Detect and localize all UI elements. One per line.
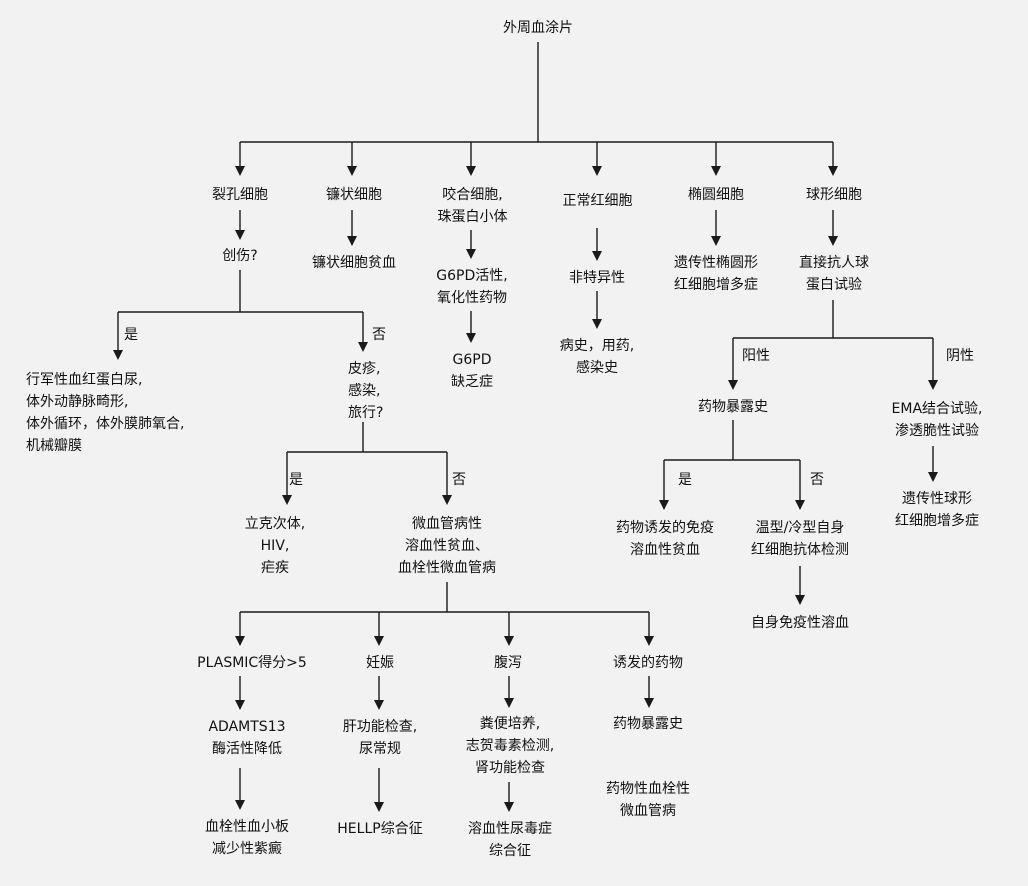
- liver-urine-tests-node: 肝功能检查, 尿常规: [342, 719, 418, 757]
- ema-test-node: EMA结合试验, 渗透脆性试验: [891, 401, 983, 439]
- arrowhead: [711, 166, 721, 176]
- arrowhead: [644, 636, 654, 646]
- infection-causes-node: 立克次体, HIV, 疟疾: [244, 516, 306, 576]
- arrowhead: [592, 319, 602, 329]
- arrowhead: [711, 236, 721, 246]
- arrowhead: [442, 495, 452, 505]
- dat-positive-label: 阳性: [742, 348, 770, 364]
- tma-node: 微血管病性 溶血性贫血、 血栓性微血管病: [398, 516, 496, 576]
- infection-no-label: 否: [452, 472, 466, 488]
- sickle-anemia-result: 镰状细胞贫血: [312, 255, 396, 271]
- arrowhead: [374, 636, 384, 646]
- trauma-no-label: 否: [372, 327, 386, 343]
- trauma-question: 创伤?: [222, 248, 258, 264]
- trauma-yes-label: 是: [124, 327, 138, 343]
- inciting-drug-node: 诱发的药物: [613, 655, 683, 671]
- arrowhead: [466, 249, 476, 259]
- autoantibody-test-node: 温型/冷型自身 红细胞抗体检测: [751, 520, 849, 558]
- arrowhead: [795, 595, 805, 605]
- arrowhead: [466, 166, 476, 176]
- arrowhead: [592, 166, 602, 176]
- bite-cell-node: 咬合细胞, 珠蛋白小体: [437, 187, 508, 225]
- arrowhead: [347, 236, 357, 246]
- arrowhead: [235, 636, 245, 646]
- trauma-causes-node: 行军性血红蛋白尿, 体外动静脉畸形, 体外循环，体外膜肺氧合, 机械瓣膜: [26, 372, 185, 454]
- g6pd-test-node: G6PD活性, 氧化性药物: [436, 268, 508, 306]
- arrowhead: [374, 700, 384, 710]
- drug-exposure-tma-node: 药物暴露史: [613, 716, 683, 732]
- arrowhead: [504, 802, 514, 812]
- arrowhead: [358, 342, 368, 352]
- stool-tests-node: 粪便培养, 志贺毒素检测, 肾功能检查: [465, 716, 555, 776]
- autoimmune-hemolysis-result: 自身免疫性溶血: [751, 615, 849, 631]
- schistocyte-node: 裂孔细胞: [212, 187, 268, 203]
- arrowhead: [282, 495, 292, 505]
- dat-negative-label: 阴性: [946, 348, 974, 364]
- arrowhead: [659, 500, 669, 510]
- arrowhead: [795, 500, 805, 510]
- drug-yes-label: 是: [678, 472, 692, 488]
- arrowhead: [466, 333, 476, 343]
- hus-result: 溶血性尿毒症 综合征: [468, 821, 552, 859]
- rash-infection-travel-question: 皮疹, 感染, 旅行?: [348, 361, 384, 421]
- history-result: 病史，用药, 感染史: [559, 338, 635, 376]
- drug-no-label: 否: [810, 472, 824, 488]
- arrowhead: [728, 380, 738, 390]
- adamts13-node: ADAMTS13 酶活性降低: [208, 719, 286, 757]
- arrowhead: [592, 251, 602, 261]
- arrowhead: [235, 166, 245, 176]
- spherocyte-node: 球形细胞: [806, 187, 862, 203]
- arrowhead: [235, 230, 245, 240]
- hereditary-elliptocytosis-result: 遗传性椭圆形 红细胞增多症: [674, 255, 758, 293]
- arrowhead: [828, 236, 838, 246]
- nonspecific-node: 非特异性: [569, 270, 625, 286]
- dat-test-node: 直接抗人球 蛋白试验: [799, 255, 869, 293]
- arrowhead: [928, 380, 938, 390]
- arrowhead: [235, 800, 245, 810]
- root-node: 外周血涂片: [503, 20, 573, 36]
- arrowhead: [504, 636, 514, 646]
- plasmic-node: PLASMIC得分>5: [197, 655, 307, 671]
- arrowhead: [928, 472, 938, 482]
- arrowhead: [113, 350, 123, 360]
- normal-rbc-node: 正常红细胞: [562, 193, 633, 209]
- infection-yes-label: 是: [289, 472, 303, 488]
- diarrhea-node: 腹泻: [494, 655, 522, 671]
- hereditary-spherocytosis-result: 遗传性球形 红细胞增多症: [895, 491, 979, 529]
- arrowhead: [644, 698, 654, 708]
- arrowhead: [235, 700, 245, 710]
- elliptocyte-node: 椭圆细胞: [688, 187, 744, 203]
- arrowhead: [504, 698, 514, 708]
- sickle-node: 镰状细胞: [326, 187, 382, 203]
- drug-tma-result: 药物性血栓性 微血管病: [606, 781, 690, 819]
- pregnancy-node: 妊娠: [366, 655, 394, 671]
- hellp-result: HELLP综合征: [337, 821, 423, 837]
- arrowhead: [374, 802, 384, 812]
- arrowhead: [347, 166, 357, 176]
- ttp-result: 血栓性血小板 减少性紫癜: [205, 819, 289, 857]
- drug-induced-hemolysis-result: 药物诱发的免疫 溶血性贫血: [616, 520, 714, 558]
- g6pd-deficiency-result: G6PD 缺乏症: [451, 352, 493, 390]
- drug-history-node: 药物暴露史: [698, 399, 768, 415]
- arrowhead: [828, 166, 838, 176]
